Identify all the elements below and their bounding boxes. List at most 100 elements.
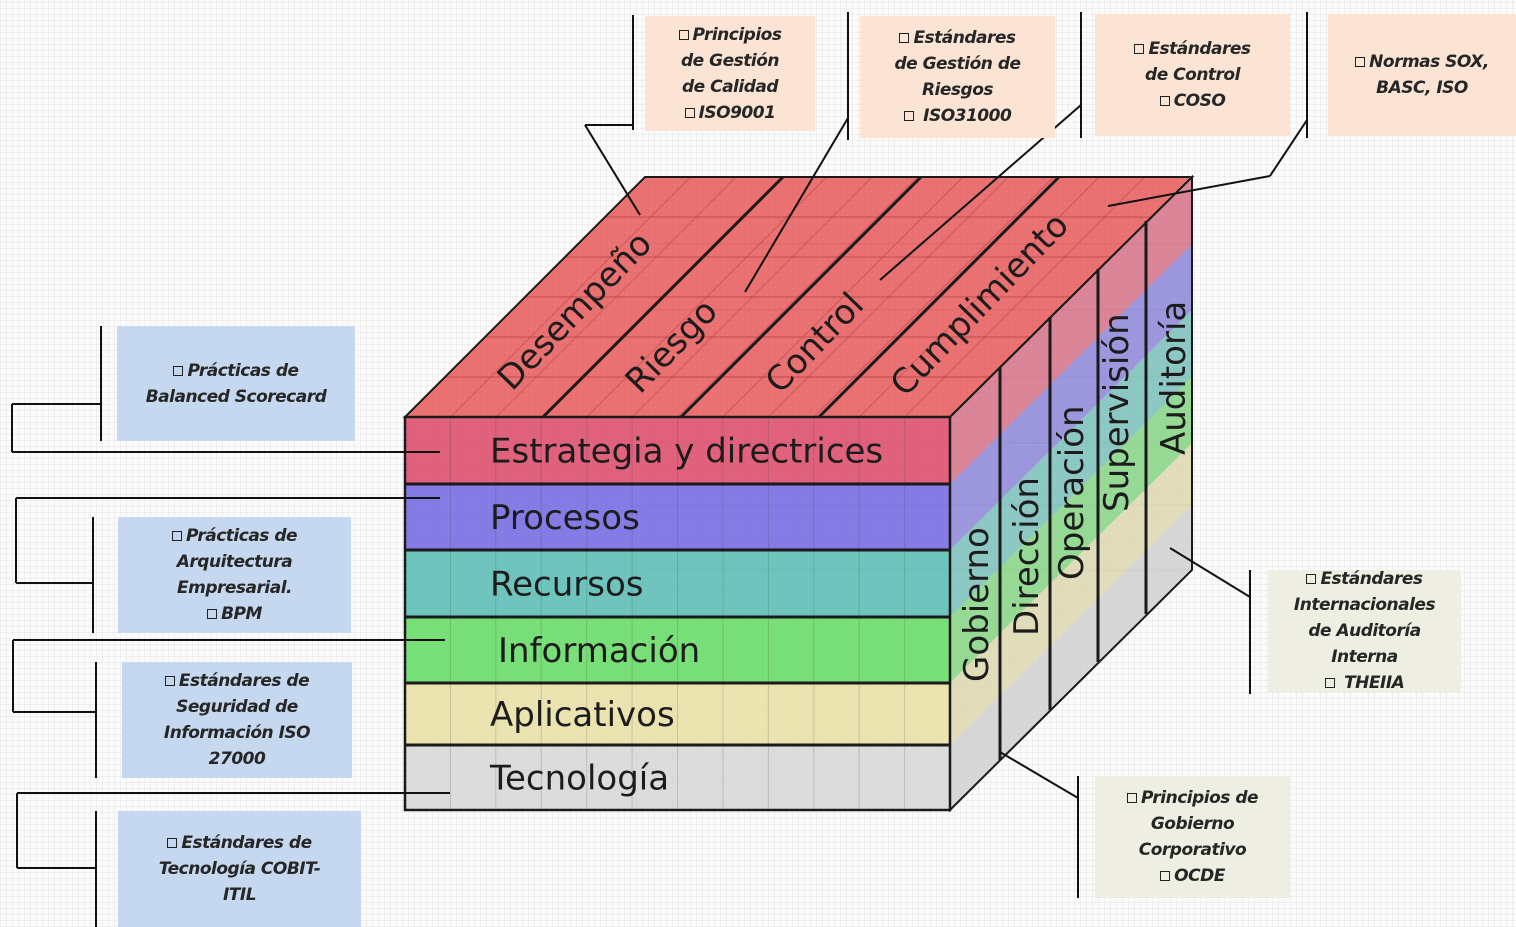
box-line: Empresarial. xyxy=(177,578,292,598)
box-line: Riesgos xyxy=(921,80,994,100)
top-divider xyxy=(541,175,785,419)
side-label: Auditoría xyxy=(1154,301,1194,455)
checkbox-bullet-icon xyxy=(903,111,914,121)
box-line: Normas SOX, xyxy=(1355,49,1489,75)
connector-line xyxy=(1107,175,1271,207)
side-band xyxy=(950,244,1192,550)
checkbox-bullet-icon xyxy=(207,609,218,619)
front-label: Aplicativos xyxy=(490,695,675,735)
box-line: Estándares xyxy=(899,25,1016,51)
front-band xyxy=(405,617,950,683)
checkbox-bullet-icon xyxy=(1355,57,1366,67)
connector-line xyxy=(584,124,641,216)
box-line: Interna xyxy=(1331,647,1398,667)
side-band xyxy=(950,310,1192,617)
front-band xyxy=(405,417,950,484)
box-normas: Normas SOX, BASC, ISO xyxy=(1328,14,1516,136)
front-label: Estrategia y directrices xyxy=(490,432,883,472)
front-band xyxy=(405,745,950,810)
box-line: de Calidad xyxy=(681,76,779,97)
side-band xyxy=(950,505,1192,810)
top-grid-line xyxy=(904,176,1145,418)
box-line: Tecnología COBIT- xyxy=(158,859,321,879)
top-grid-line xyxy=(767,176,1009,418)
box-line: Internacionales xyxy=(1293,595,1436,615)
checkbox-bullet-icon xyxy=(1126,793,1137,803)
box-line: de Control xyxy=(1145,65,1240,85)
box-line: ITIL xyxy=(222,885,257,905)
checkbox-bullet-icon xyxy=(899,33,910,43)
top-divider xyxy=(817,175,1061,419)
front-label: Información xyxy=(498,631,700,671)
box-line: de Auditoría xyxy=(1308,621,1421,641)
checkbox-bullet-icon xyxy=(171,531,182,541)
front-band xyxy=(405,683,950,745)
box-line: ISO31000 xyxy=(903,103,1012,129)
front-band xyxy=(405,484,950,550)
checkbox-bullet-icon xyxy=(678,29,689,40)
box-line: de Gestión xyxy=(681,50,779,71)
checkbox-bullet-icon xyxy=(173,365,184,376)
box-line: BASC, ISO xyxy=(1376,78,1468,98)
side-band xyxy=(950,443,1192,745)
connector-line xyxy=(1269,119,1308,177)
checkbox-bullet-icon xyxy=(164,676,175,686)
box-line: Estándares de xyxy=(167,830,312,856)
top-grid-line xyxy=(586,176,828,418)
box-line: Estándares xyxy=(1134,36,1251,62)
side-label: Gobierno xyxy=(957,527,997,682)
connector-line xyxy=(744,117,849,293)
front-band xyxy=(405,550,950,617)
box-line: COSO xyxy=(1159,88,1226,114)
top-grid-line xyxy=(858,176,1100,418)
box-line: Información ISO xyxy=(163,723,311,743)
top-grid-line xyxy=(722,176,964,418)
box-line: ISO9001 xyxy=(684,100,776,126)
box-line: Seguridad de xyxy=(176,697,298,717)
box-line: Principios xyxy=(678,22,782,48)
connector-line xyxy=(1169,547,1251,598)
box-line: Gobierno xyxy=(1150,814,1235,834)
checkbox-bullet-icon xyxy=(1324,678,1335,688)
checkbox-bullet-icon xyxy=(1159,96,1170,106)
side-band xyxy=(950,177,1192,484)
box-line: Prácticas de xyxy=(171,523,298,549)
side-band xyxy=(950,377,1192,683)
box-line: Prácticas de xyxy=(173,358,299,384)
checkbox-bullet-icon xyxy=(684,107,695,118)
box-line: 27000 xyxy=(208,749,266,769)
front-label: Procesos xyxy=(490,498,640,538)
top-grid-line xyxy=(813,176,1055,418)
front-label: Tecnología xyxy=(489,759,669,799)
top-grid-line xyxy=(677,176,918,418)
top-grid-line xyxy=(631,176,873,418)
box-line: Principios de xyxy=(1126,785,1259,811)
box-line: Balanced Scorecard xyxy=(145,386,327,407)
side-label: Dirección xyxy=(1007,477,1047,636)
box-tecnologia: Estándares de Tecnología COBIT- ITIL xyxy=(118,811,361,927)
box-riesgos: Estándares de Gestión de Riesgos ISO31000 xyxy=(860,16,1055,138)
box-line: de Gestión de xyxy=(894,54,1021,74)
checkbox-bullet-icon xyxy=(167,838,178,848)
top-grid-line xyxy=(540,176,782,418)
box-line: OCDE xyxy=(1160,863,1225,889)
side-label: Operación xyxy=(1052,405,1092,580)
box-line: THEIIA xyxy=(1324,670,1405,696)
box-line: Estándares xyxy=(1306,566,1423,592)
front-label: Recursos xyxy=(490,565,643,605)
top-grid-line xyxy=(495,176,737,418)
box-line: Corporativo xyxy=(1138,840,1247,860)
top-grid-line xyxy=(450,176,691,418)
checkbox-bullet-icon xyxy=(1134,44,1145,54)
checkbox-bullet-icon xyxy=(1306,574,1317,584)
checkbox-bullet-icon xyxy=(1160,871,1171,881)
